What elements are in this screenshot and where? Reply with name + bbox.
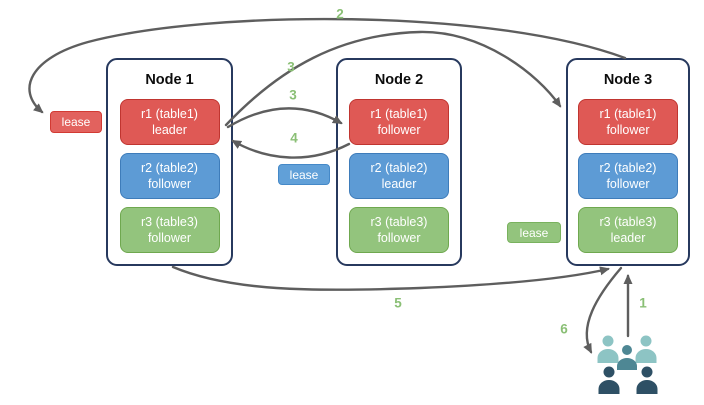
node-2: Node 2 r1 (table1) follower r2 (table2) … [336, 58, 462, 266]
replica-name: r2 (table2) [370, 160, 428, 175]
replica-name: r3 (table3) [141, 214, 198, 229]
clients-users-icon [597, 335, 658, 394]
step-label-2: 2 [336, 6, 344, 22]
replica-role: follower [147, 231, 192, 245]
replica-name: r1 (table1) [141, 106, 198, 121]
lease-badge-green: lease [507, 222, 561, 243]
replica-role: follower [147, 177, 192, 191]
replica-name: r1 (table1) [370, 106, 428, 121]
step-label-4: 4 [290, 130, 298, 146]
node-3: Node 3 r1 (table1) follower r2 (table2) … [566, 58, 690, 266]
arrow-step-3-leader-to-node2-follower [226, 107, 343, 129]
step-label-3a: 3 [287, 59, 295, 75]
node-1-replica-r3: r3 (table3) follower [119, 207, 220, 253]
step-label-3b: 3 [289, 87, 297, 103]
node-1: Node 1 r1 (table1) leader r2 (table2) fo… [106, 58, 233, 266]
node-1-title: Node 1 [145, 72, 194, 88]
node-2-title: Node 2 [374, 72, 424, 88]
replica-role: leader [381, 177, 417, 191]
replica-role: leader [610, 231, 646, 245]
node-3-replica-r3: r3 (table3) leader [578, 207, 678, 253]
node-3-title: Node 3 [603, 72, 653, 88]
step-label-1: 1 [639, 295, 647, 311]
replica-role: leader [152, 123, 187, 137]
user-dark-right-icon [636, 366, 658, 394]
replica-name: r2 (table2) [599, 160, 657, 175]
lease-badge-blue: lease [278, 164, 330, 185]
user-light-left-icon [597, 335, 619, 363]
user-mid-center-icon [617, 345, 637, 370]
replica-name: r3 (table3) [599, 214, 657, 229]
node-2-replica-r2: r2 (table2) leader [349, 153, 449, 199]
arrow-step-5-leaseholder-to-gateway [171, 265, 610, 291]
user-dark-left-icon [598, 366, 620, 394]
replica-name: r2 (table2) [141, 160, 198, 175]
node-2-replica-r1: r1 (table1) follower [349, 99, 449, 145]
replica-role: follower [377, 231, 421, 245]
node-1-replica-r2: r2 (table2) follower [119, 153, 220, 199]
replica-name: r1 (table1) [599, 106, 657, 121]
step-label-5: 5 [394, 295, 402, 311]
replica-name: r3 (table3) [370, 214, 428, 229]
replica-role: follower [606, 123, 650, 137]
user-light-right-icon [635, 335, 657, 363]
arrow-step-6-gateway-to-client [583, 266, 623, 354]
node-2-replica-r3: r3 (table3) follower [349, 207, 449, 253]
node-1-replica-r1: r1 (table1) leader [119, 99, 220, 145]
node-3-replica-r2: r2 (table2) follower [578, 153, 678, 199]
replica-role: follower [606, 177, 650, 191]
lease-badge-red: lease [50, 111, 102, 133]
node-3-replica-r1: r1 (table1) follower [578, 99, 678, 145]
step-label-6: 6 [560, 321, 568, 337]
replica-role: follower [377, 123, 421, 137]
